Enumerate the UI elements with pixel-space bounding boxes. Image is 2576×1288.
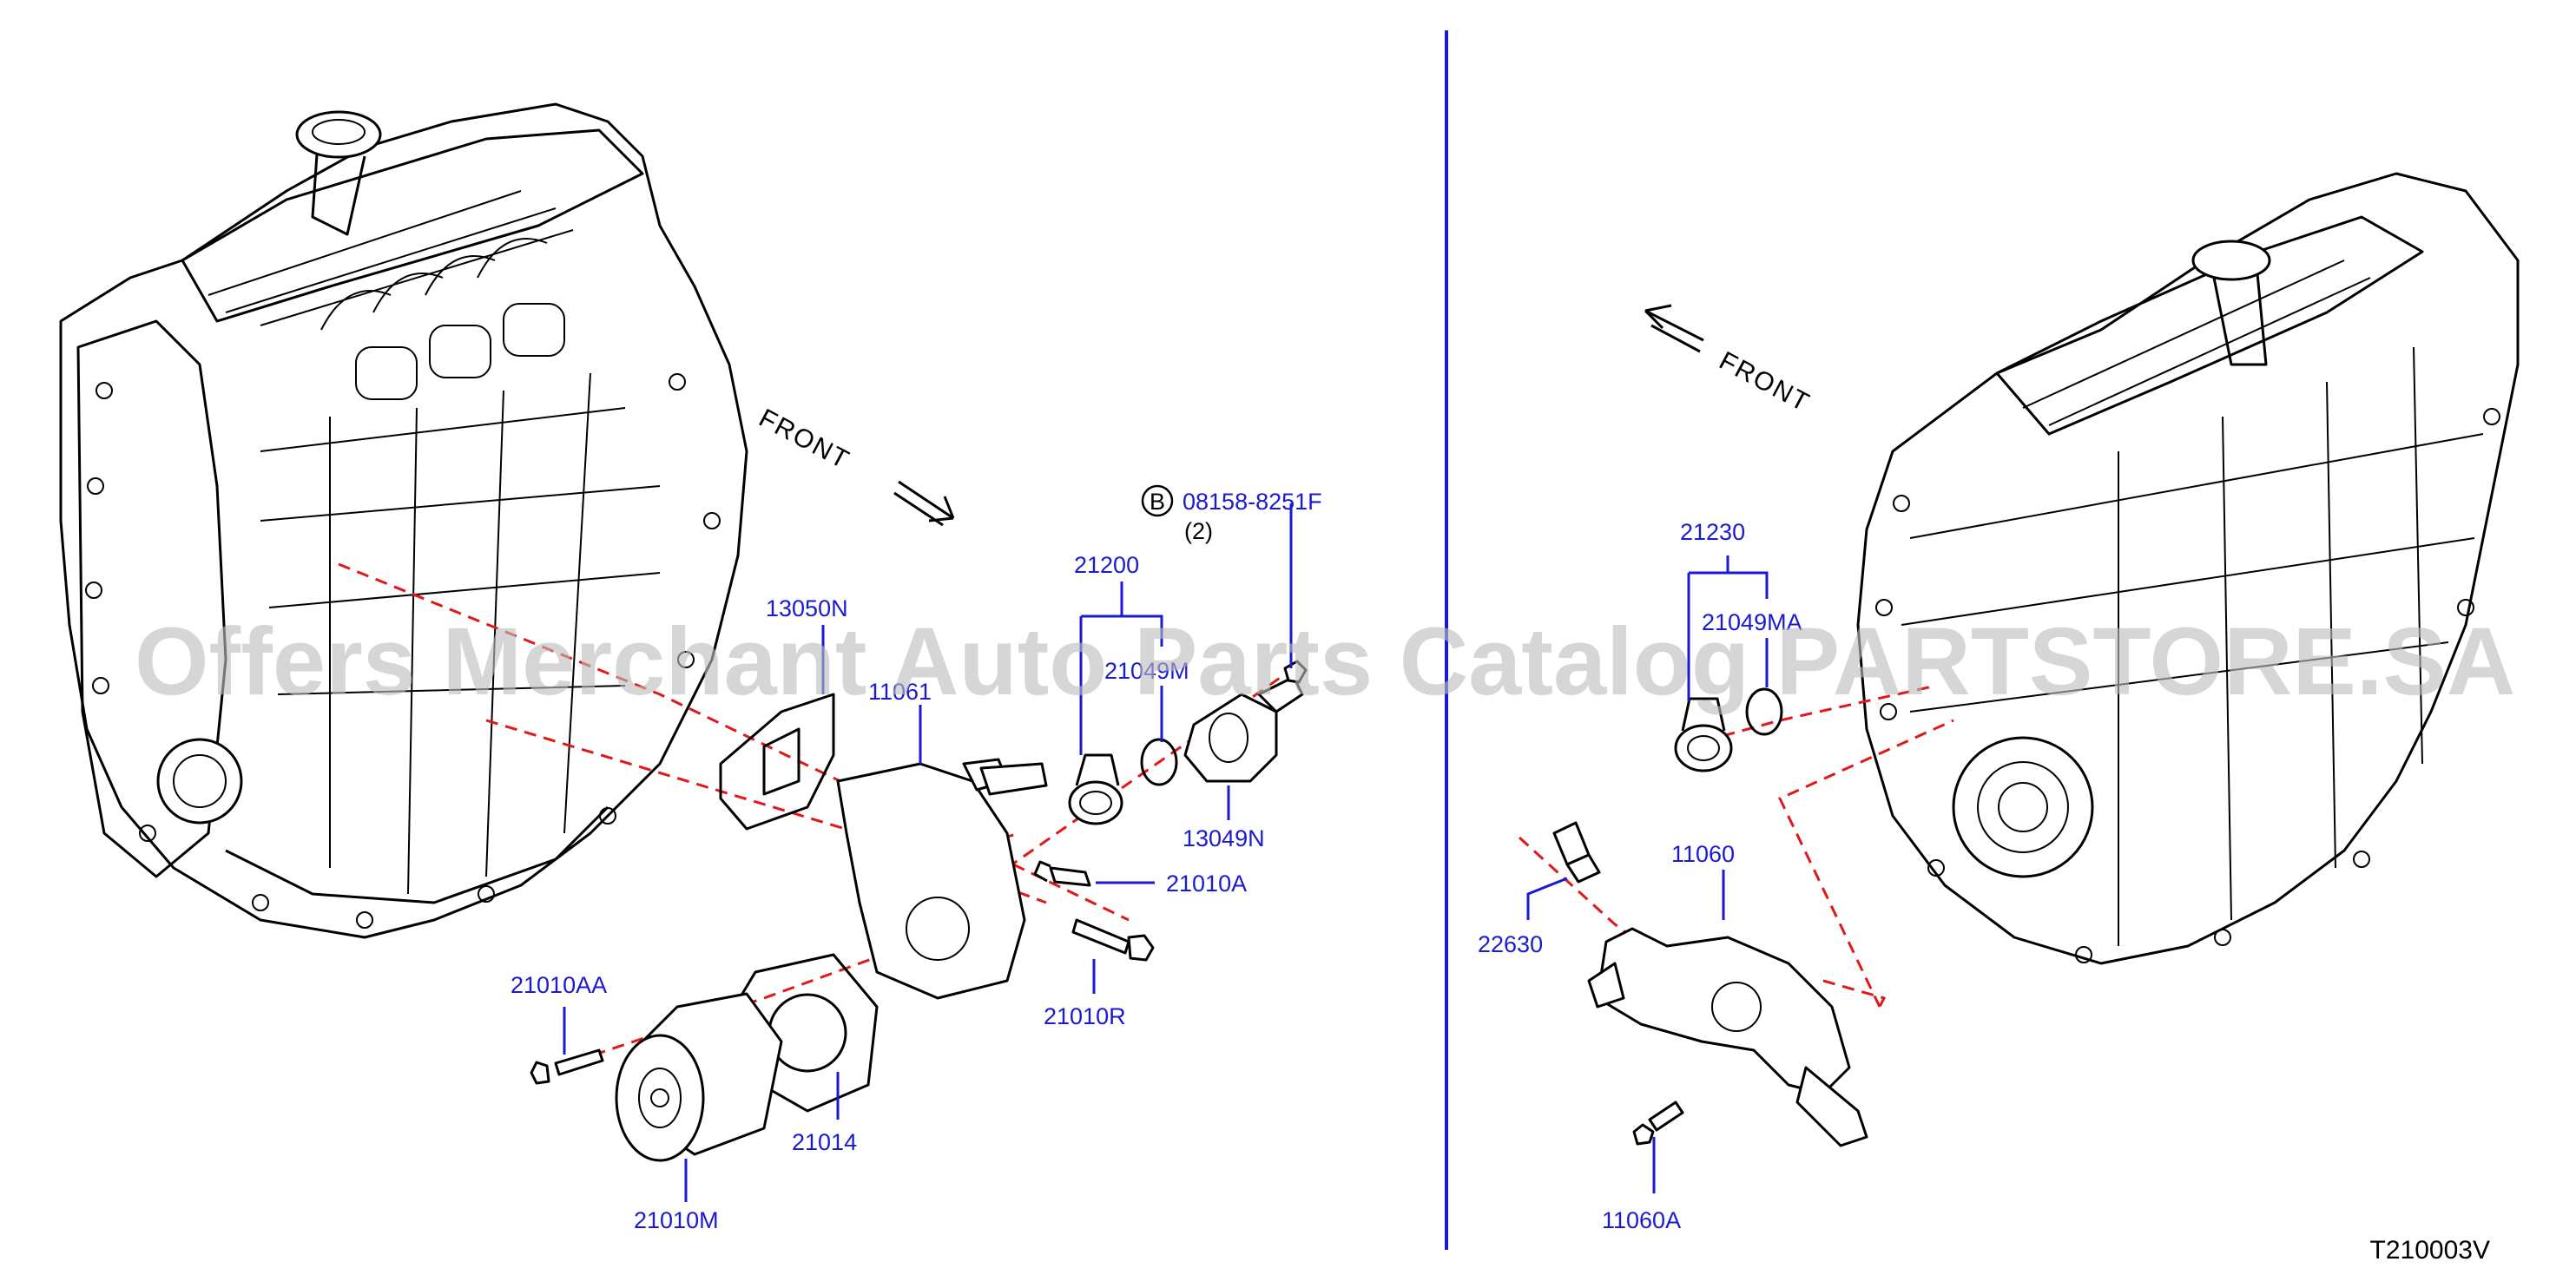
label-21230[interactable]: 21230 bbox=[1680, 519, 1745, 545]
label-22630[interactable]: 22630 bbox=[1478, 931, 1543, 957]
o-ring-21049MA bbox=[1745, 687, 1783, 736]
label-21010M[interactable]: 21010M bbox=[634, 1207, 719, 1233]
right-engine-block bbox=[1856, 172, 2520, 965]
front-label-right: FRONT bbox=[1715, 346, 1815, 417]
gasket-13050N bbox=[719, 693, 835, 831]
label-21014[interactable]: 21014 bbox=[792, 1129, 857, 1155]
part-labels: 13050N 11061 21200 21049M 13049N 21010A … bbox=[511, 484, 1802, 1233]
label-21049M[interactable]: 21049M bbox=[1104, 658, 1189, 684]
water-outlet-housing-11061 bbox=[836, 758, 1048, 1000]
label-11060A[interactable]: 11060A bbox=[1602, 1207, 1681, 1233]
water-outlet-housing-11060 bbox=[1587, 927, 1868, 1147]
bolt-ref-qty: (2) bbox=[1184, 518, 1213, 544]
bolt-21010A bbox=[1033, 860, 1091, 887]
front-label-left: FRONT bbox=[754, 404, 855, 475]
watermark-text: Offers Merchant Auto Parts Catalog PARTS… bbox=[135, 608, 2515, 715]
bolt-ref-marker-circle bbox=[1141, 484, 1174, 517]
diagram-code: T210003V bbox=[2370, 1236, 2490, 1265]
label-11060[interactable]: 11060 bbox=[1671, 841, 1735, 867]
bolt-ref-marker: B bbox=[1150, 489, 1165, 515]
sensor-22630 bbox=[1552, 821, 1601, 884]
o-ring-21049M bbox=[1140, 738, 1178, 786]
label-08158-8251F[interactable]: 08158-8251F bbox=[1183, 489, 1322, 515]
front-arrow-left: FRONT bbox=[754, 404, 955, 527]
label-21010A[interactable]: 21010A bbox=[1166, 871, 1247, 897]
water-pump-21010M bbox=[615, 992, 783, 1162]
label-11061[interactable]: 11061 bbox=[868, 679, 932, 705]
label-13050N[interactable]: 13050N bbox=[766, 595, 848, 621]
bolt-21010AA bbox=[530, 1048, 604, 1085]
label-21010R[interactable]: 21010R bbox=[1044, 1003, 1126, 1029]
bolt-11060A bbox=[1632, 1101, 1684, 1146]
thermostat-21230 bbox=[1674, 697, 1733, 772]
left-engine-block bbox=[59, 102, 748, 939]
water-inlet-13049N bbox=[1183, 675, 1304, 783]
front-arrow-right: FRONT bbox=[1644, 304, 1815, 417]
label-21049MA[interactable]: 21049MA bbox=[1702, 609, 1802, 635]
thermostat-21200 bbox=[1068, 753, 1123, 825]
label-21200[interactable]: 21200 bbox=[1074, 552, 1139, 578]
label-21010AA[interactable]: 21010AA bbox=[511, 972, 607, 998]
label-13049N[interactable]: 13049N bbox=[1183, 825, 1265, 851]
bolt-21010R bbox=[1071, 918, 1155, 962]
leader-lines bbox=[563, 503, 1769, 1202]
